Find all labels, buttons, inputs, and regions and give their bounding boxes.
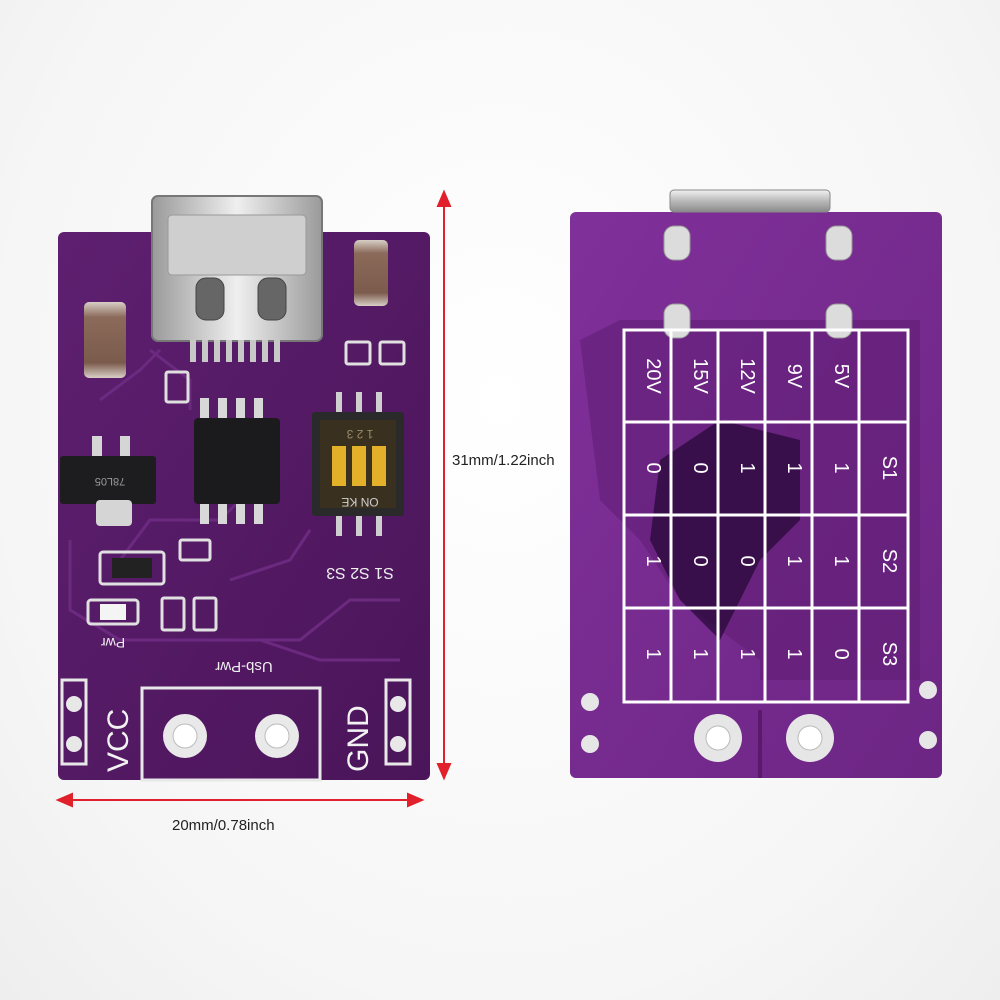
- voltage-header: 12V: [736, 358, 758, 394]
- table-cell: 1: [736, 462, 758, 473]
- gnd-silkscreen: GND: [342, 705, 375, 772]
- table-cell: 0: [689, 462, 711, 473]
- voltage-header: 15V: [689, 358, 711, 394]
- switch-row-labels: S1 S2 S3: [878, 456, 900, 666]
- height-arrow-top: [436, 189, 452, 207]
- row-label-s2: S2: [878, 549, 900, 573]
- vcc-silkscreen: VCC: [102, 709, 135, 772]
- regulator-chip: 78L05: [60, 436, 156, 526]
- back-terminal-holes: [581, 681, 937, 778]
- height-dimension-label: 31mm/1.22inch: [452, 452, 555, 469]
- table-cell: 1: [642, 648, 664, 659]
- dimension-arrows: [55, 189, 452, 808]
- front-board: 78L05 1 2 3 ON KE S1 S2 S: [58, 195, 430, 782]
- controller-ic: [194, 398, 280, 524]
- smd-pads: [160, 340, 406, 632]
- switch-labels: S1 S2 S3: [326, 564, 394, 581]
- table-cell: 1: [736, 648, 758, 659]
- back-board: 20V 15V 12V 9V 5V S1 S2 S3 0 0 1 1 1 1 0…: [570, 189, 942, 778]
- height-arrow-bottom: [436, 763, 452, 781]
- usb-c-connector: [151, 195, 323, 362]
- table-cell: 0: [642, 462, 664, 473]
- resistor-outline: [98, 550, 166, 586]
- table-cell: 1: [783, 648, 805, 659]
- voltage-table-cells: 0 0 1 1 1 1 0 0 1 1 1 1 1 1 0: [642, 462, 852, 659]
- led-outline: [86, 598, 140, 626]
- table-cell: 1: [830, 555, 852, 566]
- table-cell: 1: [689, 648, 711, 659]
- width-dimension-label: 20mm/0.78inch: [172, 817, 275, 834]
- voltage-headers: 20V 15V 12V 9V 5V: [642, 358, 852, 394]
- usb-pwr-silkscreen: Usb-Pwr: [215, 658, 273, 675]
- resistor: [112, 558, 152, 578]
- back-dark-region: [650, 420, 800, 640]
- dip-on-label: ON KE: [341, 495, 378, 509]
- table-cell: 1: [783, 462, 805, 473]
- table-cell: 1: [830, 462, 852, 473]
- width-arrow-left: [55, 792, 73, 808]
- table-cell: 0: [689, 555, 711, 566]
- usb-c-connector-back: [669, 189, 831, 213]
- front-header-pads: [60, 678, 412, 766]
- regulator-marking: 78L05: [95, 475, 126, 487]
- table-cell: 0: [830, 648, 852, 659]
- voltage-header: 9V: [783, 364, 805, 389]
- voltage-header: 5V: [830, 364, 852, 389]
- row-label-s3: S3: [878, 642, 900, 666]
- table-cell: 1: [783, 555, 805, 566]
- capacitor-left: [84, 302, 126, 378]
- voltage-table-grid: [622, 328, 910, 704]
- width-arrow-right: [407, 792, 425, 808]
- front-traces: [68, 348, 400, 662]
- output-terminal: [140, 686, 322, 782]
- table-cell: 0: [736, 555, 758, 566]
- dip-numbers: 1 2 3: [346, 427, 373, 441]
- voltage-header: 20V: [642, 358, 664, 394]
- capacitor-top-right: [354, 240, 388, 306]
- row-label-s1: S1: [878, 456, 900, 480]
- dip-switch: 1 2 3 ON KE: [312, 392, 404, 536]
- pwr-silkscreen: Pwr: [101, 635, 125, 651]
- table-cell: 1: [642, 555, 664, 566]
- power-led: [100, 604, 126, 620]
